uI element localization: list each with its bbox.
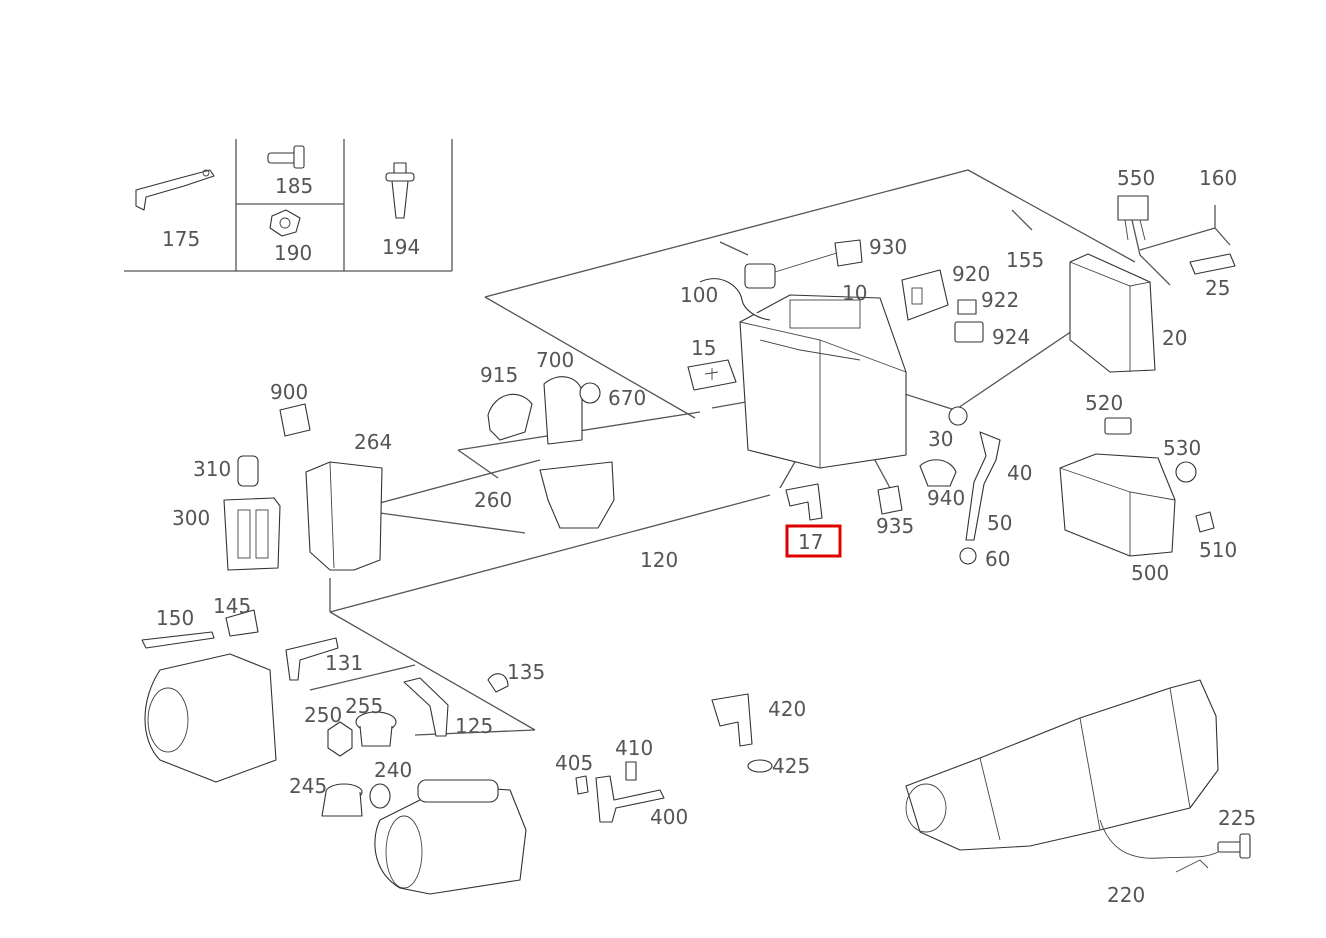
callout-50[interactable]: 50	[987, 511, 1012, 535]
callout-25[interactable]: 25	[1205, 276, 1230, 300]
part-935-icon	[877, 485, 903, 515]
label-930-icon	[834, 239, 863, 267]
callout-194[interactable]: 194	[382, 235, 420, 259]
starter-motor-icon	[374, 779, 527, 895]
callout-190[interactable]: 190	[274, 241, 312, 265]
callout-240[interactable]: 240	[374, 758, 412, 782]
callout-225[interactable]: 225	[1218, 806, 1256, 830]
callout-255[interactable]: 255	[345, 694, 383, 718]
callout-245[interactable]: 245	[289, 774, 327, 798]
bushing-245-icon	[321, 783, 363, 817]
module-700-icon	[543, 376, 601, 445]
callout-400[interactable]: 400	[650, 805, 688, 829]
transmission-icon	[905, 679, 1219, 851]
callout-915[interactable]: 915	[480, 363, 518, 387]
callout-40[interactable]: 40	[1007, 461, 1032, 485]
bolt-225-icon	[1217, 833, 1251, 859]
callout-425[interactable]: 425	[772, 754, 810, 778]
callout-60[interactable]: 60	[985, 547, 1010, 571]
selected-part-highlight	[785, 524, 842, 558]
callout-17[interactable]: 17	[798, 530, 823, 554]
callout-250[interactable]: 250	[304, 703, 342, 727]
callout-100[interactable]: 100	[680, 283, 718, 307]
terminal-cover-icon	[687, 359, 737, 391]
callout-510[interactable]: 510	[1199, 538, 1237, 562]
callout-125[interactable]: 125	[455, 714, 493, 738]
callout-185[interactable]: 185	[275, 174, 313, 198]
fuse-box-264-icon	[305, 461, 383, 571]
relay-bracket-icon	[901, 269, 984, 343]
callout-264[interactable]: 264	[354, 430, 392, 454]
washer-240-icon	[369, 783, 391, 809]
callout-530[interactable]: 530	[1163, 436, 1201, 460]
callout-410[interactable]: 410	[615, 736, 653, 760]
cable-220-icon	[1099, 819, 1223, 873]
callout-940[interactable]: 940	[927, 486, 965, 510]
clip-rivet-icon	[385, 162, 415, 219]
callout-922[interactable]: 922	[981, 288, 1019, 312]
callout-155[interactable]: 155	[1006, 248, 1044, 272]
callout-520[interactable]: 520	[1085, 391, 1123, 415]
callout-405[interactable]: 405	[555, 751, 593, 775]
callout-930[interactable]: 930	[869, 235, 907, 259]
clamp-icon	[1189, 253, 1236, 275]
alternator-icon	[141, 609, 277, 783]
callout-900[interactable]: 900	[270, 380, 308, 404]
callouts: 175 185 190 194 550 160 155 930 920 922 …	[156, 166, 1256, 907]
callout-145[interactable]: 145	[213, 594, 251, 618]
callout-15[interactable]: 15	[691, 336, 716, 360]
bracket-125-icon	[403, 677, 449, 737]
callout-120[interactable]: 120	[640, 548, 678, 572]
callout-10[interactable]: 10	[842, 281, 867, 305]
clip-135-icon	[487, 673, 509, 693]
callout-670[interactable]: 670	[608, 386, 646, 410]
callout-175[interactable]: 175	[162, 227, 200, 251]
bracket-17-icon	[785, 483, 823, 521]
vent-hose-icon	[959, 431, 1001, 565]
callout-310[interactable]: 310	[193, 457, 231, 481]
sensor-915-icon	[487, 393, 533, 441]
callout-135[interactable]: 135	[507, 660, 545, 684]
callout-20[interactable]: 20	[1162, 326, 1187, 350]
bracket-400-icon	[575, 761, 665, 823]
cover-900-icon	[279, 403, 311, 437]
bolt-icon	[267, 145, 305, 169]
bracket-131-icon	[285, 637, 339, 681]
nut-250-icon	[327, 721, 353, 757]
callout-500[interactable]: 500	[1131, 561, 1169, 585]
battery-icon	[739, 294, 907, 469]
callout-220[interactable]: 220	[1107, 883, 1145, 907]
callout-160[interactable]: 160	[1199, 166, 1237, 190]
bushing-255-icon	[355, 711, 397, 747]
callout-550[interactable]: 550	[1117, 166, 1155, 190]
bracket-420-icon	[711, 693, 773, 773]
grommet-30-icon	[948, 406, 968, 426]
auxiliary-battery-icon	[1069, 253, 1156, 373]
callout-300[interactable]: 300	[172, 506, 210, 530]
callout-924[interactable]: 924	[992, 325, 1030, 349]
bracket-940-icon	[919, 459, 957, 487]
callout-700[interactable]: 700	[536, 348, 574, 372]
callout-935[interactable]: 935	[876, 514, 914, 538]
nut-icon	[269, 209, 301, 237]
connector-310-icon	[237, 455, 259, 487]
callout-420[interactable]: 420	[768, 697, 806, 721]
battery-tray-icon	[539, 461, 615, 529]
ground-strap-icon	[135, 169, 215, 211]
callout-150[interactable]: 150	[156, 606, 194, 630]
fuse-carrier-500-icon	[1059, 417, 1215, 557]
battery-cable-icon	[699, 251, 841, 321]
callout-920[interactable]: 920	[952, 262, 990, 286]
module-300-icon	[223, 497, 281, 571]
callout-131[interactable]: 131	[325, 651, 363, 675]
inset-legend-box	[124, 139, 453, 272]
callout-30[interactable]: 30	[928, 427, 953, 451]
relay-icon	[1117, 195, 1149, 241]
callout-260[interactable]: 260	[474, 488, 512, 512]
